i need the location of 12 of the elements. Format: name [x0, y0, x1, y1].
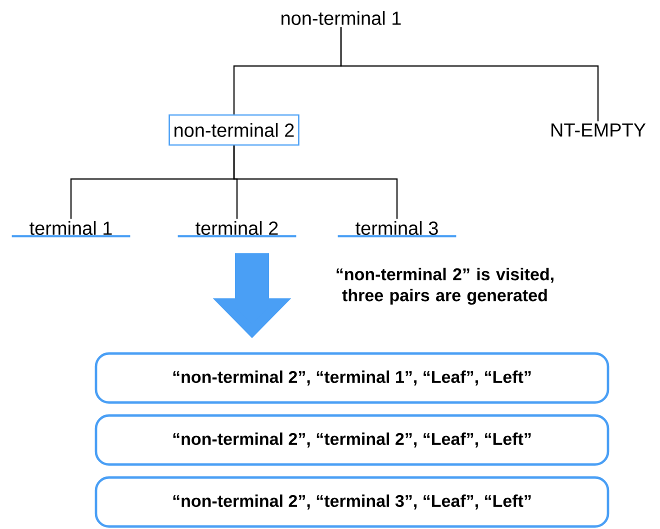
edge-label: “non-terminal 2” is visited, three pairs are generated [336, 268, 554, 305]
pair-box: “non-terminal 2”, “terminal 1”, “Leaf”, “Left” [94, 352, 610, 404]
terminal-label: terminal 2 [178, 221, 296, 238]
pair-box: “non-terminal 2”, “terminal 3”, “Leaf”, “Left” [94, 476, 610, 528]
tree-line [340, 27, 599, 122]
terminal-label: terminal 3 [338, 221, 456, 238]
pair-box: “non-terminal 2”, “terminal 2”, “Leaf”, “Left” [94, 414, 610, 466]
terminal-label: terminal 1 [12, 221, 130, 238]
tree-node-label: NT-EMPTY [552, 123, 646, 137]
tree-line [233, 146, 398, 219]
tree-node-label: non-terminal 1 [282, 11, 401, 25]
highlighted-node-box: non-terminal 2 [168, 114, 300, 146]
